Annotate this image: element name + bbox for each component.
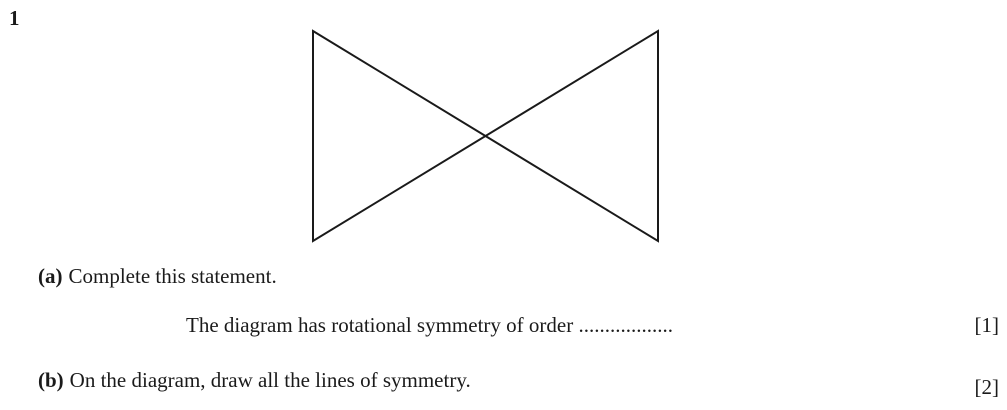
part-a-marks: [1]	[974, 313, 1000, 337]
part-a-statement[interactable]: The diagram has rotational symmetry of o…	[186, 313, 673, 337]
part-a-instruction-line: (a)Complete this statement.	[38, 264, 277, 289]
part-b-instruction: On the diagram, draw all the lines of sy…	[69, 368, 471, 392]
part-b-label: (b)	[38, 368, 64, 392]
part-b-marks: [2]	[974, 375, 1000, 399]
bowtie-shape	[312, 29, 659, 243]
bowtie-diagram	[312, 29, 659, 243]
part-b-instruction-line: (b)On the diagram, draw all the lines of…	[38, 368, 471, 393]
part-a-label: (a)	[38, 264, 63, 288]
part-a-instruction: Complete this statement.	[68, 264, 277, 288]
question-number: 1	[9, 6, 20, 30]
